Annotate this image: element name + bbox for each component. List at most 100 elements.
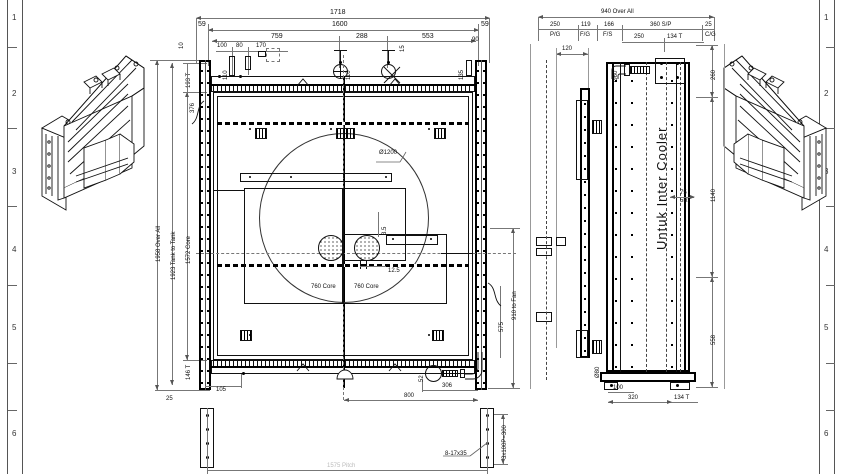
- frame-left-inner: [22, 0, 23, 474]
- side-foot-bolt: [676, 384, 679, 387]
- core-bolt: [249, 334, 251, 336]
- outlet-pipe: [442, 370, 458, 377]
- frame-tick: [826, 47, 835, 48]
- arrow: [155, 60, 159, 65]
- arrow: [511, 228, 515, 233]
- dim-label-170: 170: [256, 43, 267, 49]
- left-break-curve: [191, 100, 205, 125]
- top-fitting-bracket: [245, 56, 251, 70]
- side-mid-fitting: [536, 237, 552, 246]
- dim-label-inner134: 134 T: [667, 34, 683, 40]
- arrow: [710, 382, 714, 387]
- bracket-bolt: [392, 238, 394, 240]
- core-rib: [441, 253, 473, 254]
- side-core-line: [676, 62, 677, 372]
- label-pitch-note: 3x100P=300: [502, 425, 508, 459]
- inner-panel-right: [343, 188, 406, 261]
- dim-chain-row: [212, 41, 476, 42]
- fan-hub-left: [318, 235, 344, 261]
- side-base-foot-right: [670, 382, 690, 390]
- ext-tick: [183, 63, 207, 64]
- inner-bracket-top: [240, 173, 392, 182]
- ext-line: [622, 25, 623, 41]
- top-fin-block: [255, 128, 267, 139]
- ext-line: [664, 38, 665, 52]
- arrow: [474, 28, 479, 32]
- dim-inner-134: [664, 42, 704, 43]
- dim-800: [344, 400, 478, 401]
- chevron-marker-bottom: [296, 363, 310, 372]
- dim-260: [712, 45, 713, 97]
- row-mark-6-right: 6: [824, 429, 829, 438]
- dim-105: [205, 386, 241, 387]
- arrow: [185, 92, 189, 97]
- inner-panel-right2: [343, 234, 447, 304]
- side-inlet-flange: [624, 64, 630, 76]
- dim-sublabel-fg: F/G: [580, 32, 590, 38]
- bottom-fin-block: [432, 330, 444, 341]
- core-bolt: [428, 334, 430, 336]
- rail-bolt-column-right: [477, 66, 479, 384]
- dim-label-800: 800: [404, 393, 415, 399]
- side-mid-fitting3: [536, 248, 552, 256]
- arrow: [473, 398, 478, 402]
- bracket-bolt: [430, 238, 432, 240]
- side-core-wall: [612, 62, 614, 372]
- chevron-marker-top: [296, 78, 310, 87]
- side-fitting-bolt: [660, 62, 663, 65]
- label-12-5: 12.5: [388, 268, 400, 274]
- ext-line: [702, 25, 703, 41]
- frame-tick: [8, 285, 17, 286]
- row-mark-1-right: 1: [824, 13, 829, 22]
- arrow: [710, 277, 714, 282]
- frame-tick: [826, 410, 835, 411]
- cap-tee: [334, 50, 347, 51]
- side-base-foot-left: [604, 382, 618, 390]
- dim-sublabel-fs: F/S: [603, 32, 613, 38]
- side-fitting-bolt: [676, 62, 679, 65]
- row-mark-4-left: 4: [12, 245, 17, 254]
- side-core-body: [606, 62, 690, 372]
- side-inlet-elbow: [611, 65, 626, 79]
- top-fitting-bracket: [229, 56, 235, 76]
- frame-tick: [8, 206, 17, 207]
- dim-134-side: [672, 402, 698, 403]
- core-rib: [213, 190, 245, 191]
- row-mark-5-right: 5: [824, 323, 829, 332]
- dim-label-250: 250: [550, 22, 561, 28]
- dim-label-306: 306: [442, 383, 453, 389]
- hole-note-leader: [443, 442, 488, 457]
- dim-label-100: 100: [217, 43, 228, 49]
- ext-tick: [150, 60, 208, 61]
- frame-tick: [8, 128, 17, 129]
- ext-line: [696, 97, 718, 98]
- bracket-bolt: [249, 176, 251, 178]
- side-core-wall: [684, 62, 686, 372]
- core-bolt: [330, 128, 332, 130]
- dim-label-52: 52: [419, 375, 425, 382]
- rail-inner-line: [481, 60, 482, 390]
- dim-label-558: 558: [711, 334, 717, 345]
- side-hidden-line: [646, 62, 647, 372]
- dim-label-146T: 146 T: [186, 364, 192, 380]
- inner-bracket-right: [386, 235, 438, 245]
- arrow: [471, 39, 476, 43]
- row-mark-1-left: 1: [12, 13, 17, 22]
- frame-right-inner: [819, 0, 820, 474]
- dim-core-1572: [187, 92, 188, 360]
- dim-label-134-side: 134 T: [674, 395, 690, 401]
- top-fitting-hidden: [266, 48, 280, 62]
- arrow: [710, 97, 714, 102]
- ext-line: [208, 24, 209, 66]
- chevron-marker-top2: [388, 78, 402, 87]
- ext-line: [714, 17, 715, 41]
- ext-line: [696, 277, 718, 278]
- dim-label-25cg: 25: [705, 22, 712, 28]
- arrow: [667, 400, 672, 404]
- dim-label-90: 90: [472, 37, 479, 43]
- cap-cross: [340, 64, 341, 79]
- side-base-plate: [600, 372, 696, 382]
- mount-center: [487, 408, 488, 474]
- ext-line: [556, 48, 557, 348]
- arrow: [185, 355, 189, 360]
